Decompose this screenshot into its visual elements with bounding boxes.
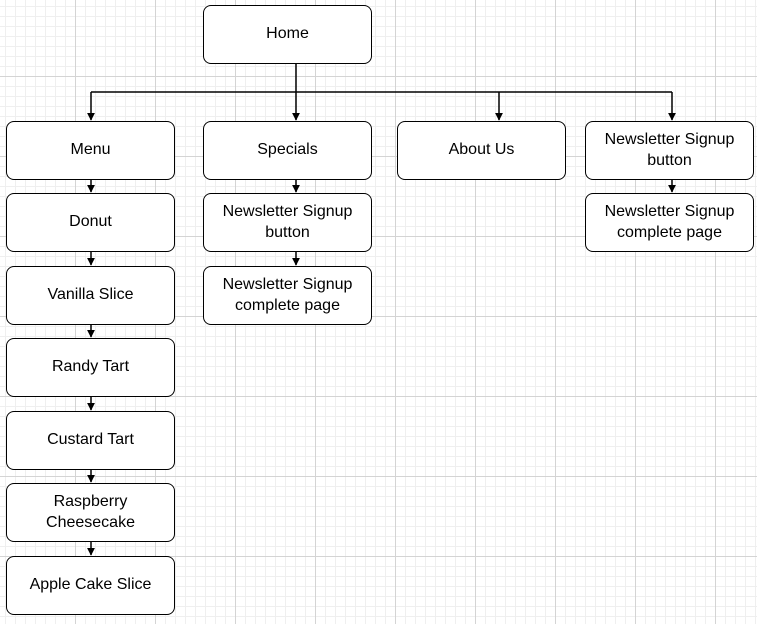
node-label: About Us — [448, 141, 515, 159]
node-newsletter-signup-complete: Newsletter Signup complete page — [585, 193, 754, 252]
node-specials: Specials — [203, 121, 372, 180]
node-label: Newsletter Signup button — [222, 202, 353, 241]
node-label: Newsletter Signup complete page — [604, 202, 735, 241]
node-newsletter-signup-button: Newsletter Signup button — [585, 121, 754, 180]
node-vanilla-slice: Vanilla Slice — [6, 266, 175, 325]
node-label: Specials — [257, 141, 318, 159]
node-about-us: About Us — [397, 121, 566, 180]
node-specials-signup-button: Newsletter Signup button — [203, 193, 372, 252]
node-home: Home — [203, 5, 372, 64]
node-raspberry-cheesecake: Raspberry Cheesecake — [6, 483, 175, 542]
node-label: Donut — [69, 213, 112, 231]
node-donut: Donut — [6, 193, 175, 252]
node-label: Newsletter Signup complete page — [222, 275, 353, 314]
node-label: Newsletter Signup button — [604, 130, 735, 169]
node-specials-signup-complete: Newsletter Signup complete page — [203, 266, 372, 325]
node-apple-cake-slice: Apple Cake Slice — [6, 556, 175, 615]
node-label: Home — [266, 25, 309, 43]
node-label: Custard Tart — [47, 431, 134, 449]
node-label: Vanilla Slice — [47, 286, 134, 304]
node-label: Menu — [70, 141, 111, 159]
node-label: Randy Tart — [51, 358, 130, 376]
node-custard-tart: Custard Tart — [6, 411, 175, 470]
node-label: Raspberry Cheesecake — [46, 492, 135, 531]
node-menu: Menu — [6, 121, 175, 180]
node-label: Apple Cake Slice — [29, 576, 152, 594]
node-randy-tart: Randy Tart — [6, 338, 175, 397]
